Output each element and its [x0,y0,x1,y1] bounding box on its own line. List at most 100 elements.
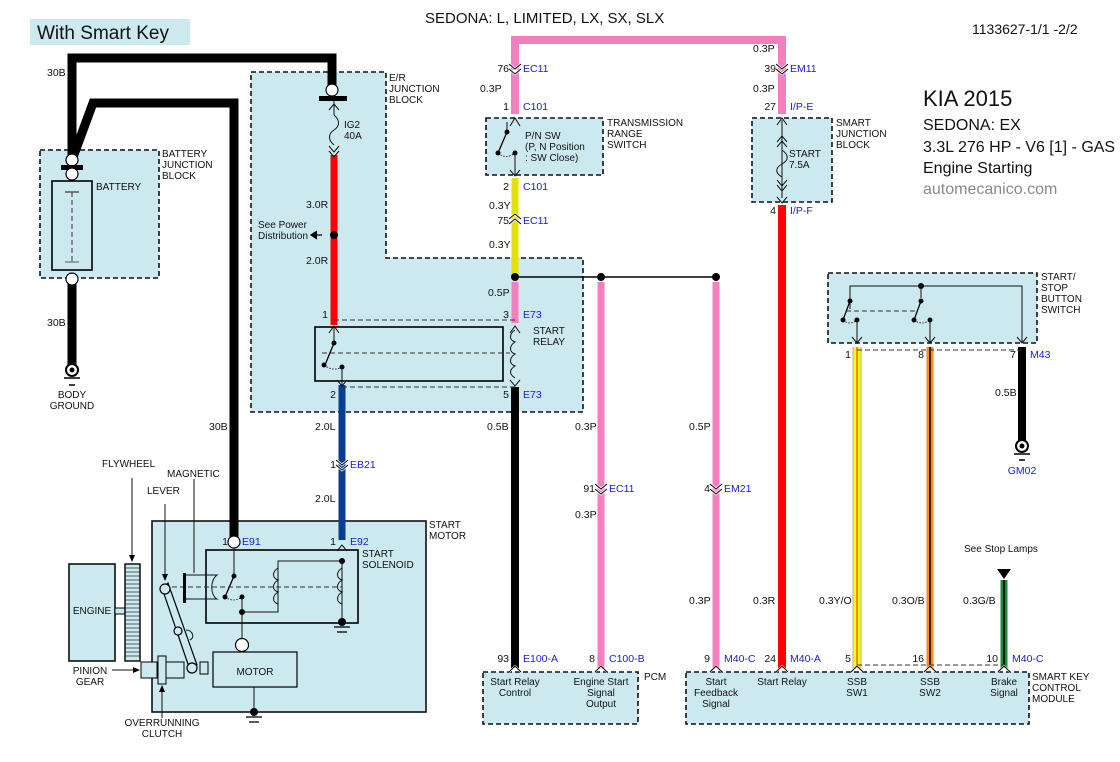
arrow-left-icon [309,230,322,240]
wire-label: 30B [47,67,66,79]
connector-name: C101 [523,181,548,193]
terminal-icon [325,83,339,97]
connector-pin: 1 [322,309,328,321]
pinion-gear-symbol [140,661,158,679]
info-make-year: KIA 2015 [923,86,1012,111]
document-id: 1133627-1/1 -2/2 [972,21,1078,37]
transmission-range-switch-box [485,117,604,176]
connector-pin: 7 [1010,349,1016,361]
wire-label: 30B [209,421,228,433]
pin-arrow-icon [709,665,723,673]
splice-dot [712,273,720,281]
connector-name: EC11 [609,483,635,495]
connector-name: I/P-F [790,205,813,217]
wire-pink-top[interactable] [511,36,786,72]
title-badge-bg [30,19,190,45]
pin-arrow-icon [997,665,1011,673]
splice-dot [597,273,605,281]
pin-connector: M40-C [1012,653,1044,665]
connector-pin: 8 [918,349,924,361]
connector-ec11-75[interactable]: 75 EC11 [497,212,549,227]
connector-pin: 2 [330,389,336,401]
arrow-down-icon [997,569,1011,579]
info-model: SEDONA: EX [923,117,1021,134]
connector-arrow-icon [594,483,608,495]
connector-ipe[interactable]: 27 I/P-E [764,101,813,113]
solenoid-internals [172,548,350,638]
wire-label: 0.3O/B [892,595,925,607]
pin-arrow-icon [775,665,789,673]
connector-name: EC11 [523,215,549,227]
connector-arrow-icon [775,63,789,75]
relay-switch-icon [321,325,348,387]
wire-label: 3.0R [306,199,329,211]
connector-relay-1[interactable]: 1 [322,309,328,321]
connector-name: E91 [242,536,261,548]
wire-label: 2.0L [315,493,336,505]
connector-pin: 27 [764,101,776,113]
connector-name: EB21 [350,459,376,471]
gm02-label: GM02 [1008,465,1037,477]
connector-name: EC11 [523,63,549,75]
connector-relay-2[interactable]: 2 [330,389,336,401]
wire-label: 0.5P [488,287,510,299]
info-system: Engine Starting [923,160,1032,177]
see-stop-lamps[interactable]: See Stop Lamps [964,544,1038,555]
magnetic-label: MAGNETIC [167,469,220,480]
overrunning-clutch-symbol [157,655,167,685]
wire-label: 0.3P [753,83,775,95]
pin-number: 10 [986,653,998,665]
wire-30b-battery-to-motor[interactable] [67,98,239,540]
connector-name: I/P-E [790,101,813,113]
pn-switch-icon [495,117,521,177]
motor-label: MOTOR [236,667,273,678]
wire-30b-battery-to-er[interactable] [67,53,337,160]
terminal-e91-icon [227,535,241,549]
wire-label: 30B [47,317,66,329]
connector-pin: 75 [497,215,509,227]
pcm-label: PCM [644,672,666,683]
engine-label: ENGINE [73,606,112,617]
wire-label: 2.0L [315,421,336,433]
connector-ssb-1[interactable]: 1 [845,349,851,361]
connector-ssb-8[interactable]: 8 [918,349,924,361]
connector-pin: 4 [704,483,710,495]
flywheel-label: FLYWHEEL [102,459,156,470]
pin-connector: E100-A [523,653,558,665]
